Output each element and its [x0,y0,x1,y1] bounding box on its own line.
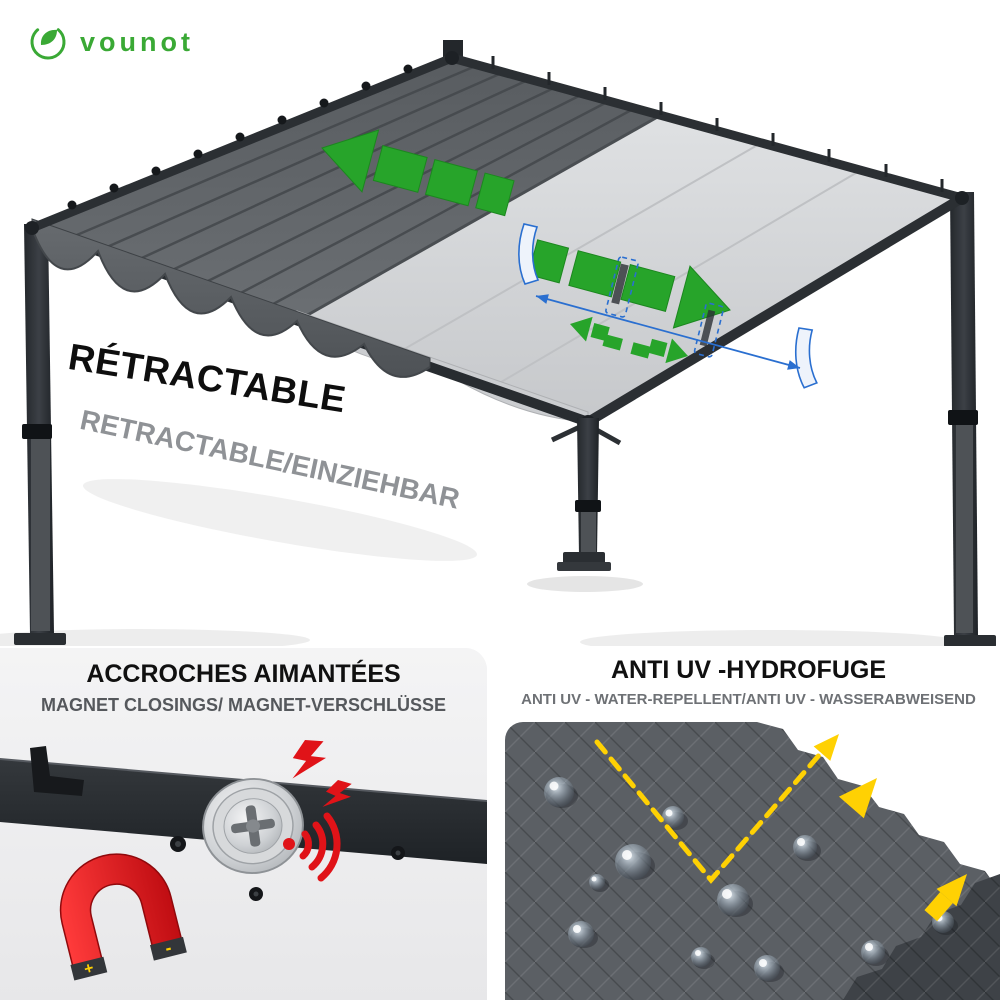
magnet-panel-subtitle: MAGNET CLOSINGS/ MAGNET-VERSCHLÜSSE [40,695,447,715]
fabric-swatch-dark [843,874,1000,1000]
leaf-logo-icon [30,24,66,60]
canopy-slats [64,63,636,311]
small-adjust-arrows-icon [570,316,688,364]
retract-arrow-icon [321,129,515,217]
lightning-icon [292,740,352,807]
hook-bracket [30,746,84,796]
hook-strap-icon [518,223,540,285]
screws [170,836,405,901]
canopy-dark [32,58,661,321]
ground-shadows [0,479,960,646]
fabric-swatch-main [505,722,1000,1000]
canopy-divide [296,113,662,323]
hook-annotations [518,223,818,389]
uv-panel-subtitle: ANTI UV - WATER-REPELLENT/ANTI UV - WASS… [521,691,976,708]
hook-strap-icon [794,327,818,389]
back-beam [450,53,964,203]
magnet-minus-label: - [163,937,174,958]
magnet-panel-title: ACCROCHES AIMANTÉES [86,660,401,688]
uv-arrow-icon [924,874,967,922]
left-beam [30,53,454,233]
magnet-panel: + - ACCROCHES AIMANTÉES MAGNET CLOSINGS/… [0,648,487,1000]
right-post [944,192,996,646]
magnet-illustration: + - [0,648,487,1000]
horseshoe-magnet-icon: + - [59,853,187,981]
uv-panel: ANTI UV -HYDROFUGE ANTI UV - WATER-REPEL… [497,648,1000,1000]
pergola-illustration [0,40,996,646]
magnet-disc-icon [202,777,304,875]
uv-panel-title: ANTI UV -HYDROFUGE [611,656,886,684]
fold-shading [31,227,431,378]
fabric-svg [505,722,1000,1000]
uv-bounce-arrow-icon [594,734,967,922]
front-post [550,418,622,571]
canopy-ribs [393,142,862,389]
right-beam [585,193,965,427]
slide-rings [67,64,413,210]
brand-name: vounot [80,26,194,57]
left-post [14,224,66,645]
rib-brackets [491,56,944,192]
water-drops-icon [544,777,958,982]
signal-dot [283,838,295,850]
magnet-plus-label: + [82,960,95,979]
brand-logo: vounot [26,20,194,64]
fabric-illustration [505,722,1000,1000]
signal-waves-icon [299,812,341,882]
